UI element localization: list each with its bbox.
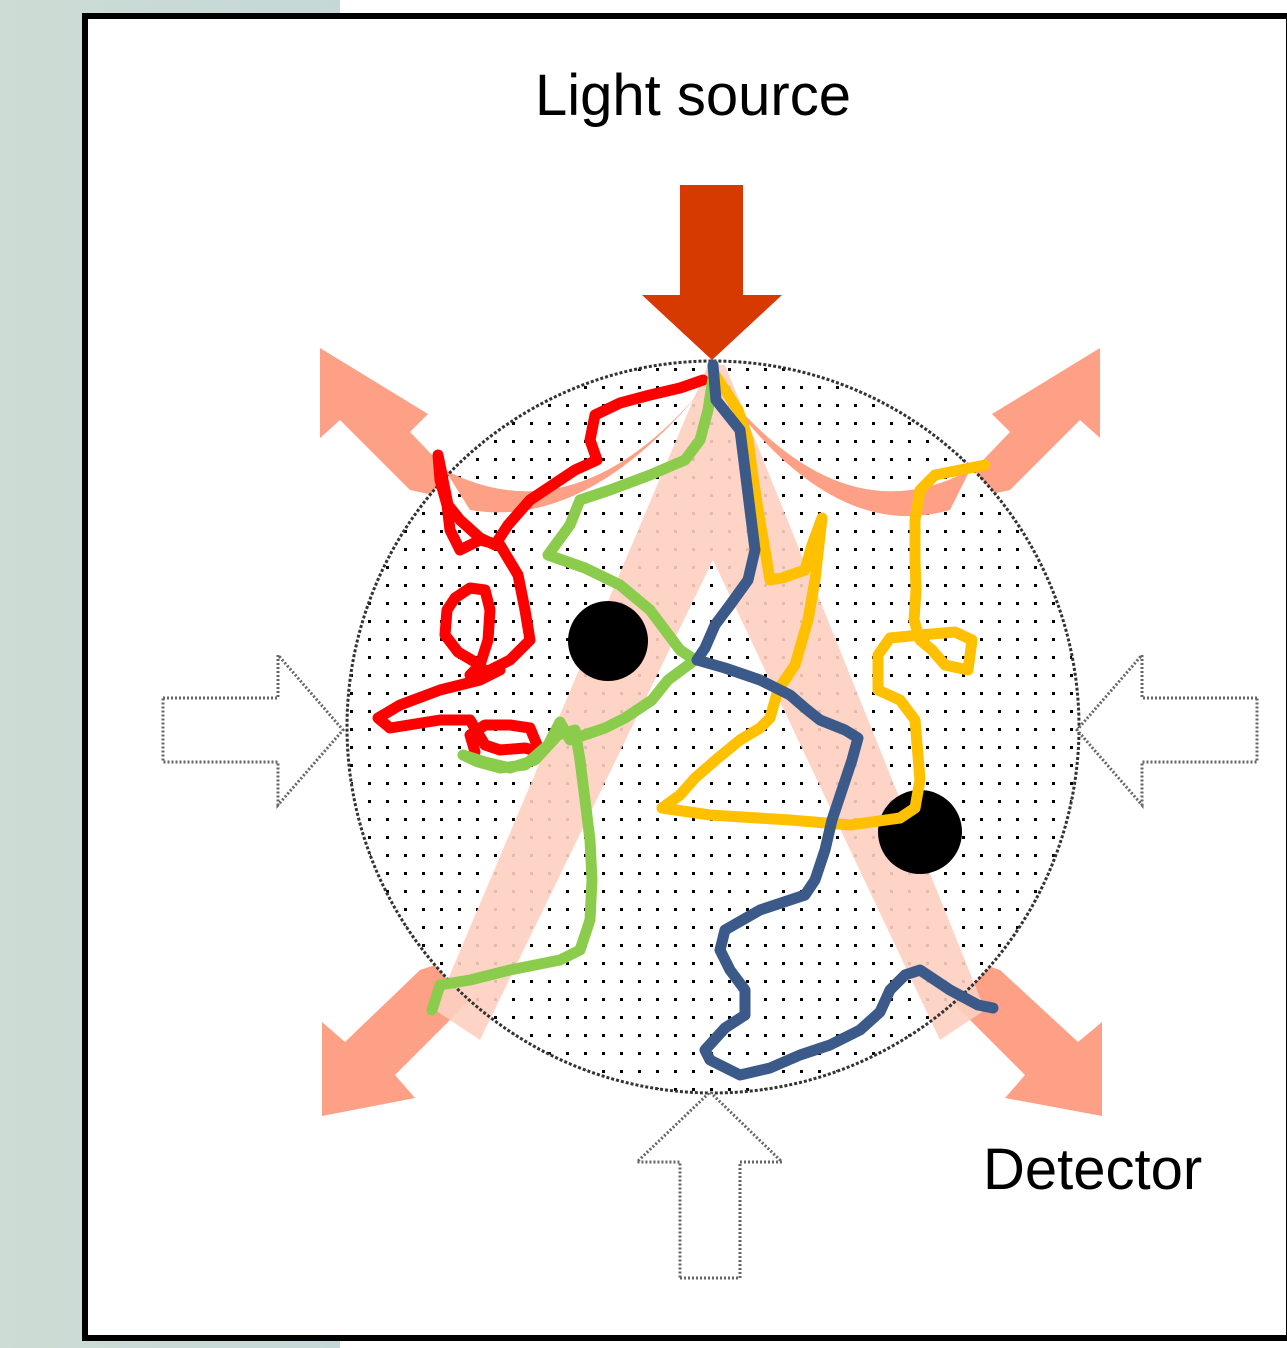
absorber-particle	[568, 601, 648, 681]
detector-arrow-bottom-icon	[637, 1092, 782, 1278]
detector-label: Detector	[983, 1136, 1202, 1203]
detector-arrow-right-icon	[1077, 655, 1257, 805]
light-source-label: Light source	[535, 62, 851, 129]
source-arrow-icon	[642, 185, 782, 360]
detector-arrow-left-icon	[163, 655, 343, 805]
